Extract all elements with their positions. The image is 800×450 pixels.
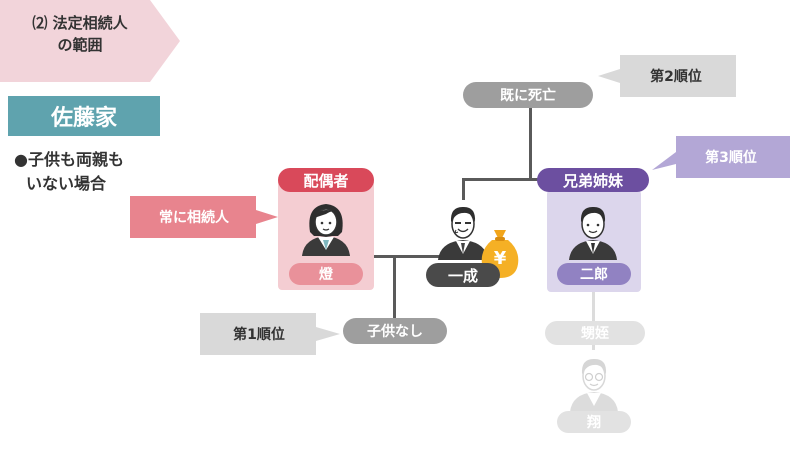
case-line-1: ●子供も両親も (14, 150, 124, 169)
sibling-header: 兄弟姉妹 (537, 168, 649, 192)
header-line-2: の範囲 (57, 36, 103, 54)
always-heir-callout: 常に相続人 (130, 196, 278, 238)
nephew-line (592, 290, 595, 350)
money-bag-symbol: ¥ (493, 248, 507, 269)
marriage-line (352, 255, 440, 258)
sibling-name-label: 二郎 (557, 263, 631, 285)
rank1-label: 第1順位 (233, 327, 285, 343)
case-description: ●子供も両親も いない場合 (14, 148, 124, 196)
rank1-callout: 第1順位 (200, 313, 340, 355)
rank3-label: 第3順位 (705, 150, 757, 166)
rank2-label: 第2順位 (650, 69, 702, 85)
sibling-bar-line (462, 178, 592, 181)
nephew-man-icon (566, 352, 622, 412)
rank3-callout: 第3順位 (652, 136, 790, 178)
nephew-relation-node: 甥姪 (545, 321, 645, 345)
section-header: ⑵ 法定相続人 の範囲 (0, 0, 180, 82)
family-name-banner: 佐藤家 (8, 96, 160, 136)
children-stem-line (393, 255, 396, 319)
parents-stem-line (529, 105, 532, 180)
nephew-name-label: 翔 (557, 411, 631, 433)
parents-node: 既に死亡 (463, 82, 593, 108)
spouse-header: 配偶者 (278, 168, 374, 192)
children-node: 子供なし (343, 318, 447, 344)
rank2-callout: 第2順位 (598, 55, 736, 97)
deceased-man-icon (434, 198, 492, 260)
spouse-name-label: 燈 (289, 263, 363, 285)
always-heir-label: 常に相続人 (159, 210, 229, 226)
header-arrow-shape (0, 0, 180, 82)
deceased-name-label: 一成 (426, 263, 500, 287)
sibling-man-icon (565, 200, 621, 260)
deceased-drop-line (462, 178, 465, 200)
header-line-1: ⑵ 法定相続人 (32, 14, 128, 32)
case-line-2: いない場合 (26, 174, 107, 193)
spouse-woman-icon (298, 196, 354, 256)
